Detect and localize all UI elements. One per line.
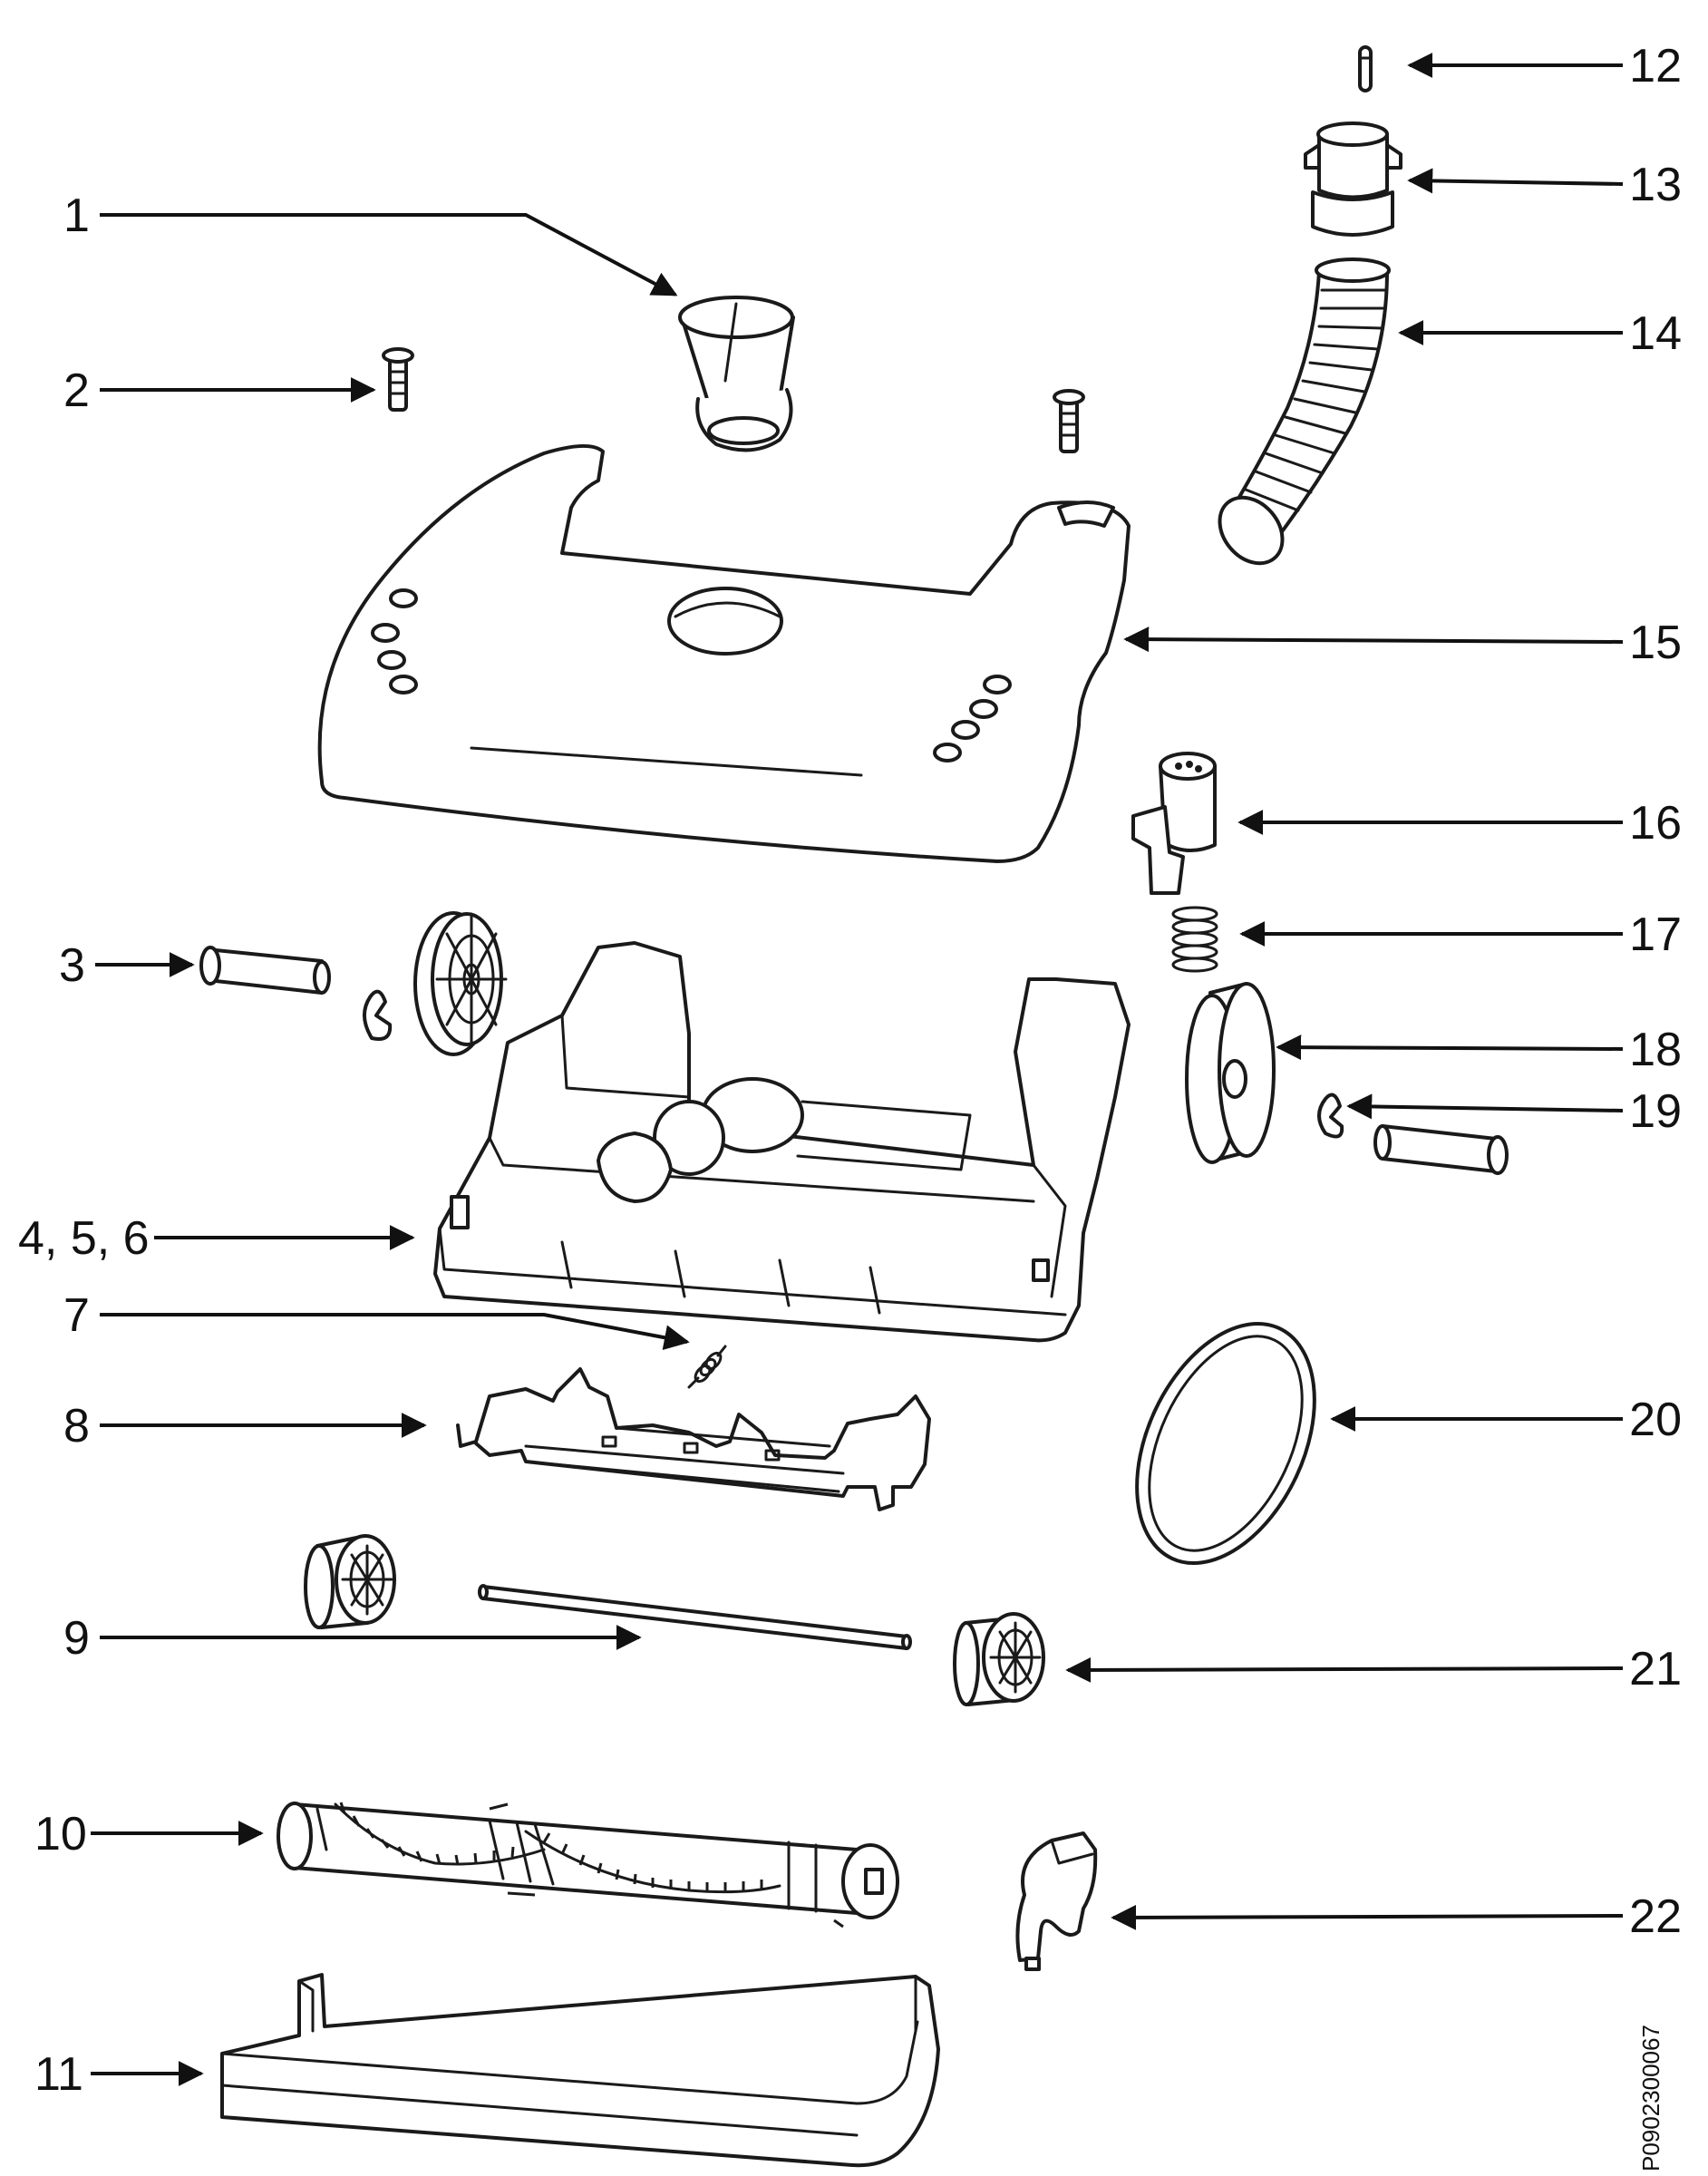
leader-13 [1407,168,1624,194]
part-8-base-frame [456,1367,931,1511]
part-15-hood-cover [317,443,1131,863]
part-20-drive-belt [1135,1322,1316,1565]
callout-label-20: 20 [1629,1394,1682,1446]
leader-21 [1065,1656,1624,1683]
leader-15 [1123,627,1624,653]
callout-labels: 1 2 3 4, 5, 6 7 8 9 10 11 12 13 14 15 16… [18,40,1682,2101]
callout-label-21: 21 [1629,1643,1682,1695]
callout-label-14: 14 [1629,307,1682,360]
part-18-rear-wheel-right [1185,982,1276,1164]
callout-label-16: 16 [1629,797,1682,850]
callout-label-1: 1 [63,189,90,242]
part-13-hose-connector [1304,121,1402,237]
leader-7 [100,1313,690,1351]
part-16-height-adjuster [1131,752,1217,895]
part-3-retaining-clip [363,989,393,1041]
callout-label-8: 8 [63,1400,90,1452]
callout-label-15: 15 [1629,617,1682,669]
leader-lines [91,53,1624,2086]
part-11-bumper [220,1973,940,2168]
part-14-flexible-hose [1218,257,1391,566]
part-10-brush-roll [277,1802,899,1928]
part-2-screw [382,347,1085,453]
part-4-5-6-base-housing [433,941,1131,1343]
part-1-hose-neck [678,296,795,452]
part-22-belt-guard [1015,1831,1098,1971]
callout-label-7: 7 [63,1289,90,1342]
callout-label-18: 18 [1629,1024,1682,1076]
callout-label-2: 2 [63,364,90,417]
callout-label-17: 17 [1629,908,1682,961]
part-19-clip-and-axle [1317,1093,1509,1175]
part-rear-wheel-left [413,911,508,1056]
leader-19 [1346,1093,1624,1120]
callout-label-19: 19 [1629,1085,1682,1138]
part-21-end-cap-right [953,1612,1045,1706]
callout-label-13: 13 [1629,159,1682,211]
part-17-spring [1171,906,1218,973]
leader-1 [100,213,678,296]
callout-label-11: 11 [34,2048,83,2101]
part-12-pin [1358,45,1373,92]
part-3-axle-pin [199,946,331,995]
callout-label-3: 3 [59,939,85,992]
part-9-shaft [478,1584,912,1650]
part-7-small-spring [687,1345,727,1389]
leader-18 [1276,1035,1624,1061]
reference-code: P0902300067 [1637,2025,1664,2171]
callout-label-10: 10 [34,1808,87,1860]
leader-22 [1111,1904,1624,1930]
callout-label-9: 9 [63,1612,90,1665]
callout-label-12: 12 [1629,40,1682,92]
part-end-cap-left [304,1534,396,1629]
callout-label-4-5-6: 4, 5, 6 [18,1212,150,1265]
callout-label-22: 22 [1629,1890,1682,1943]
